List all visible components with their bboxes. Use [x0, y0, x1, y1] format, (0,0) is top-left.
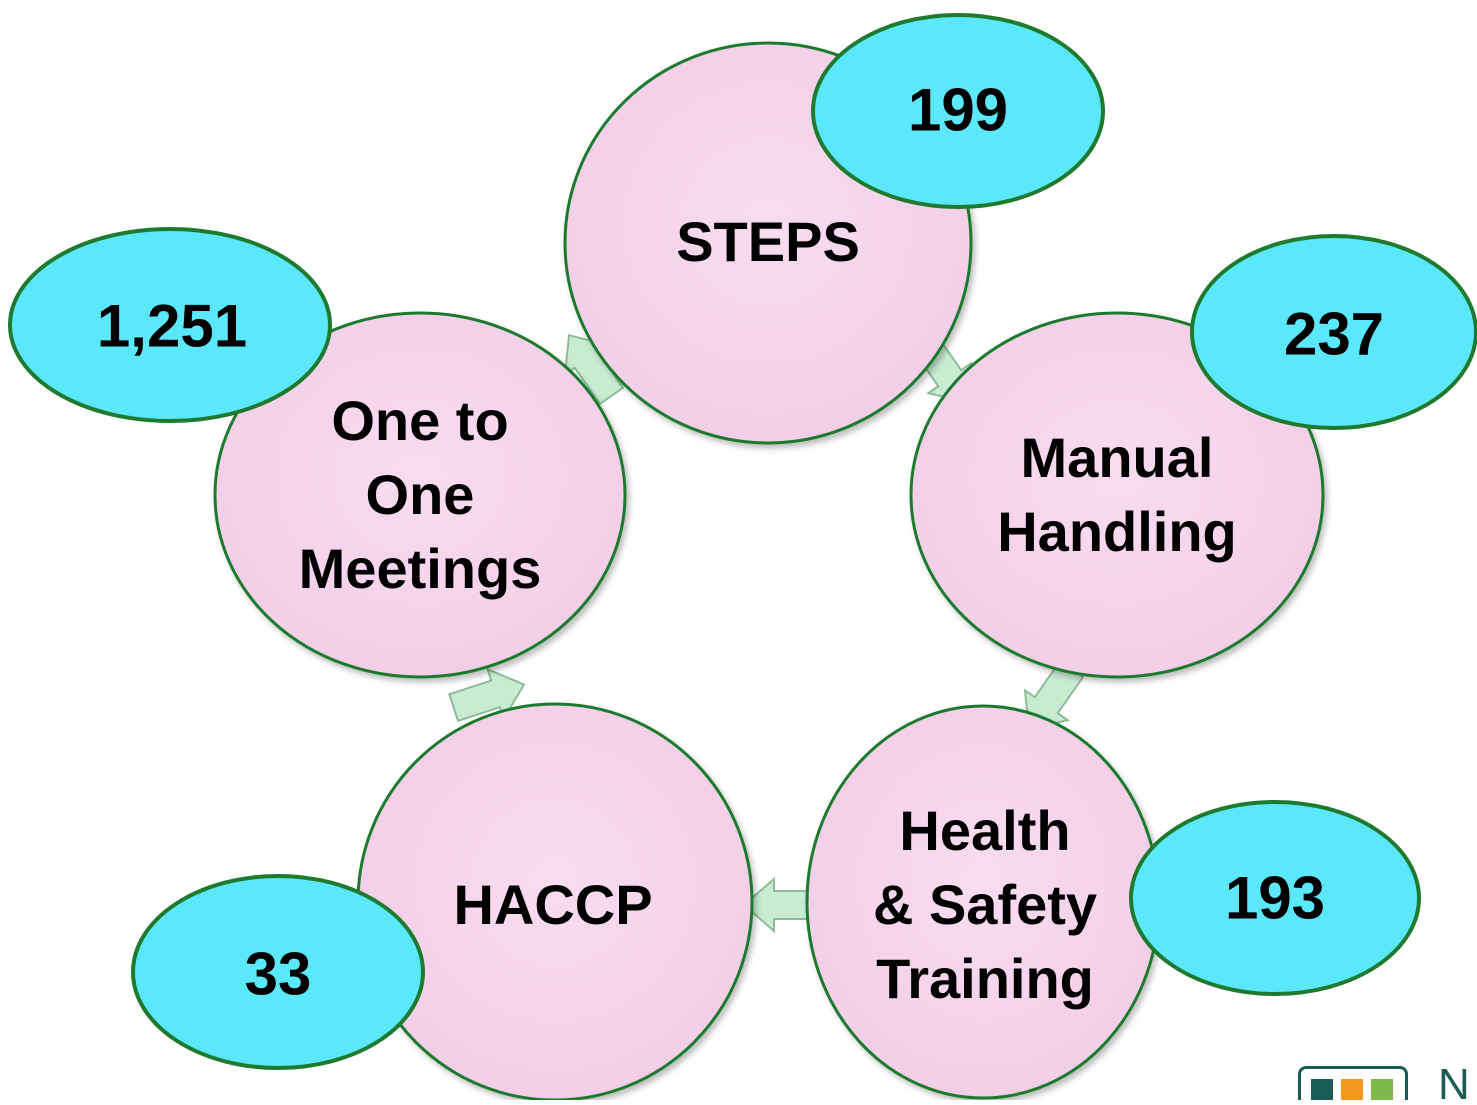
logo-bar-middle — [1341, 1079, 1363, 1100]
label-manual-handling-line-2: Handling — [997, 500, 1237, 563]
label-health-safety-line-2: & Safety — [872, 873, 1098, 936]
organization-logo-icon: N — [1298, 1066, 1477, 1100]
badge-health-safety — [1129, 800, 1421, 996]
label-haccp-line-1: HACCP — [453, 873, 653, 936]
count-haccp: 33 — [244, 940, 312, 1008]
count-one-to-one: 1,251 — [96, 292, 248, 360]
label-manual-handling: Manual Handling — [997, 421, 1237, 569]
logo-bar-right — [1371, 1079, 1393, 1100]
logo-letters: N — [1438, 1066, 1470, 1100]
label-steps: STEPS — [676, 205, 860, 279]
label-one-to-one-line-3: Meetings — [298, 537, 542, 600]
label-health-safety: Health & Safety Training — [873, 794, 1097, 1016]
label-one-to-one-line-2: One — [365, 463, 475, 526]
arrow-one-to-one-to-steps — [563, 333, 625, 406]
logo-mark — [1298, 1066, 1408, 1100]
circle-manual-handling — [909, 311, 1325, 679]
label-one-to-one-line-1: One to — [331, 389, 509, 452]
arrow-haccp-to-one-to-one — [448, 667, 526, 723]
label-health-safety-line-1: Health — [899, 799, 1071, 862]
logo-bar-left — [1311, 1079, 1333, 1100]
label-haccp: HACCP — [453, 868, 652, 942]
count-manual-handling: 237 — [1283, 300, 1385, 368]
label-manual-handling-line-1: Manual — [1020, 426, 1214, 489]
label-steps-line-1: STEPS — [676, 210, 860, 273]
circle-one-to-one — [213, 311, 627, 679]
badge-steps — [811, 13, 1105, 209]
count-steps: 199 — [907, 76, 1009, 144]
label-one-to-one: One to One Meetings — [299, 384, 542, 606]
count-health-safety: 193 — [1224, 864, 1326, 932]
badge-one-to-one — [8, 227, 332, 423]
label-health-safety-line-3: Training — [876, 947, 1094, 1010]
badge-haccp — [131, 874, 425, 1070]
badge-manual-handling — [1190, 234, 1477, 430]
